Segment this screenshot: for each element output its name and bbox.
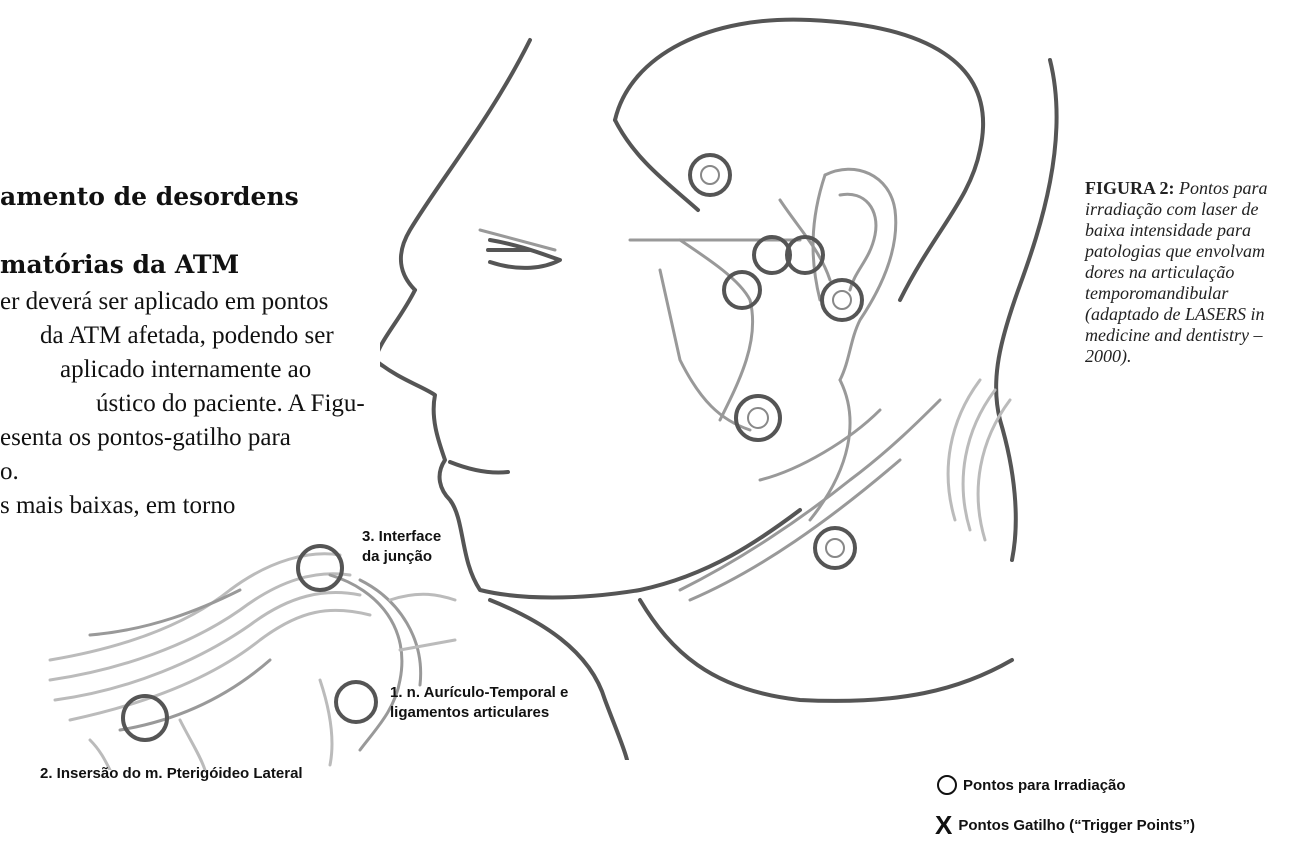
caption-body: Pontos para irradiação com laser de baix… xyxy=(1085,178,1268,366)
mouth-outline xyxy=(450,462,508,473)
section-heading-line-2: matórias da ATM xyxy=(0,250,239,279)
joint-label-1: 1. n. Aurículo-Temporal e ligamentos art… xyxy=(390,683,568,723)
legend-irradiation: Pontos para Irradiação xyxy=(937,775,1126,795)
legend-irradiation-label: Pontos para Irradiação xyxy=(963,777,1126,794)
irradiation-point-circle xyxy=(736,396,780,440)
joint-label-3: 3. Interface da junção xyxy=(362,527,441,567)
caption-title: FIGURA 2: xyxy=(1085,178,1175,198)
eye-outline xyxy=(490,240,560,268)
figure-caption: FIGURA 2: Pontos para irradiação com las… xyxy=(1085,178,1285,367)
irradiation-point-circle xyxy=(690,155,730,195)
forehead-outline xyxy=(401,40,530,290)
joint-point-1-circle xyxy=(336,682,376,722)
body-line-1: er deverá ser aplicado em pontos xyxy=(0,288,328,316)
ear-outline xyxy=(825,169,896,380)
body-line-5: esenta os pontos-gatilho para xyxy=(0,424,291,452)
section-heading-line-1: amento de desordens xyxy=(0,182,299,211)
circle-icon xyxy=(937,775,957,795)
body-line-7: s mais baixas, em torno xyxy=(0,492,235,520)
irradiation-point-circle xyxy=(815,528,855,568)
neck-back-outline xyxy=(996,60,1057,560)
throat-outline xyxy=(490,600,630,760)
jaw-outline xyxy=(640,510,800,590)
irradiation-point-circle xyxy=(754,237,790,273)
body-line-2: da ATM afetada, podendo ser xyxy=(40,322,334,350)
legend-trigger-points: X Pontos Gatilho (“Trigger Points”) xyxy=(935,814,1195,836)
body-line-6: o. xyxy=(0,458,19,486)
cranium-outline xyxy=(615,20,983,300)
joint-label-2: 2. Insersão do m. Pterigóideo Lateral xyxy=(40,764,303,784)
body-line-4: ústico do paciente. A Figu- xyxy=(96,390,365,418)
head-illustration xyxy=(380,0,1100,760)
body-line-3: aplicado internamente ao xyxy=(60,356,311,384)
x-mark-icon: X xyxy=(935,814,952,836)
irradiation-point-circle xyxy=(822,280,862,320)
legend-trigger-label: Pontos Gatilho (“Trigger Points”) xyxy=(958,817,1195,834)
joint-point-2-circle xyxy=(123,696,167,740)
